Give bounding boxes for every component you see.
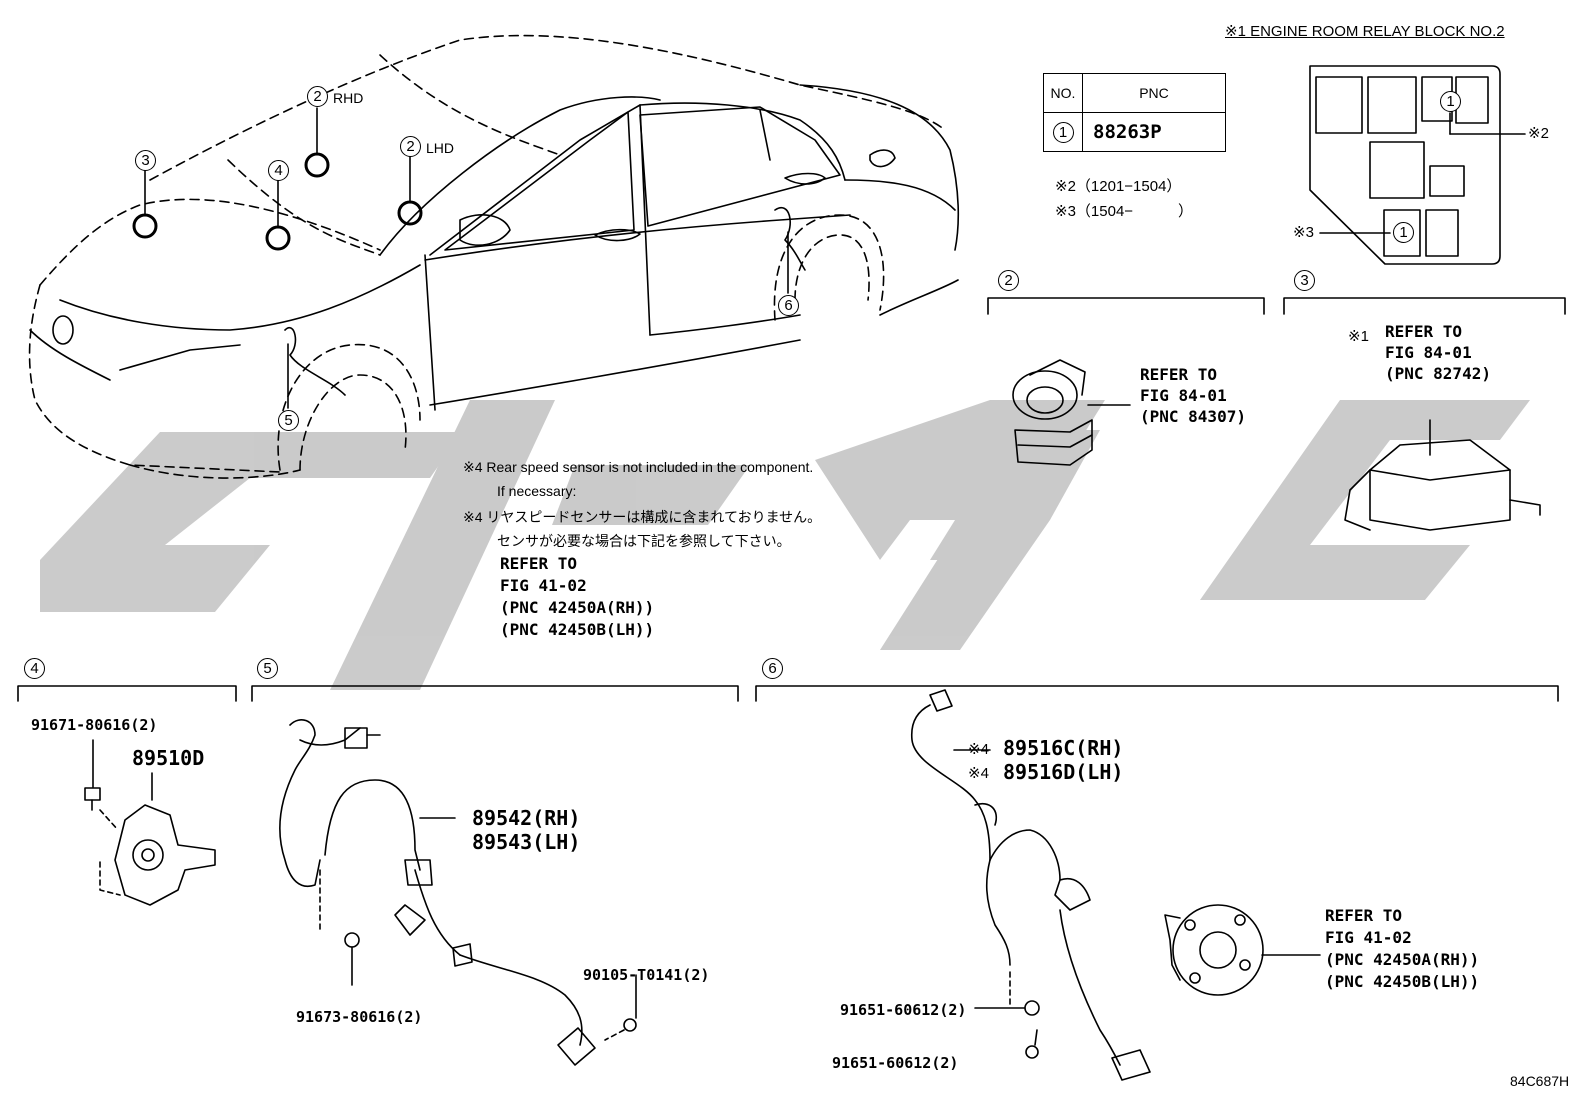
section2-number: 2 (998, 270, 1019, 291)
note4-ref-2: FIG 41-02 (500, 576, 587, 595)
section2-bracket (987, 297, 1265, 315)
callout-6: 6 (778, 295, 799, 316)
section3-mark: ※1 (1348, 328, 1369, 345)
section5-bolt-a: 91673-80616(2) (296, 1008, 423, 1026)
section4-bracket (17, 685, 237, 702)
section3-number: 3 (1294, 270, 1315, 291)
relay-cover-drawing (1344, 419, 1541, 531)
relay-position-1-upper: 1 (1440, 91, 1461, 112)
relay-block-drawing (1309, 65, 1526, 265)
relay-note-2: ※2 (1528, 125, 1549, 142)
section6-bolt-b: 91651-60612(2) (832, 1054, 959, 1072)
section6-sensor-lh: 89516D(LH) (1003, 760, 1124, 784)
rear-sensor-drawing (910, 689, 1151, 1081)
section3-ref-2: FIG 84-01 (1385, 343, 1472, 362)
section3-bracket (1283, 297, 1566, 315)
section5-part-rh: 89542(RH) (472, 806, 581, 830)
hub-assembly-drawing (1164, 904, 1321, 996)
section2-ref-2: FIG 84-01 (1140, 386, 1227, 405)
section3-ref-3: (PNC 82742) (1385, 364, 1491, 383)
note-3: ※3（1504− ） (1055, 203, 1194, 220)
note4-japanese-2: センサが必要な場合は下記を参照して下さい。 (497, 533, 791, 549)
steering-sensor-drawing (84, 739, 216, 906)
section2-ref-1: REFER TO (1140, 365, 1218, 384)
section3-ref-1: REFER TO (1385, 322, 1463, 341)
note4-ref-3: (PNC 42450A(RH)) (500, 598, 655, 617)
section6-sensor-rh: 89516C(RH) (1003, 736, 1124, 760)
section5-bracket (251, 685, 739, 702)
section6-ref-3: (PNC 42450A(RH)) (1325, 950, 1480, 969)
section6-bolt-a: 91651-60612(2) (840, 1001, 967, 1019)
note4-english-2: If necessary: (497, 483, 577, 499)
illustration-code: 84C687H (1510, 1073, 1570, 1089)
section6-ref-4: (PNC 42450B(LH)) (1325, 972, 1480, 991)
pnc-table-row-pnc: 88263P (1082, 112, 1226, 152)
note4-japanese-1: ※4 リヤスピードセンサーは構成に含まれておりません。 (463, 509, 822, 525)
relay-note-3: ※3 (1293, 224, 1314, 241)
section5-part-lh: 89543(LH) (472, 830, 581, 854)
callout-5: 5 (278, 410, 299, 431)
section6-mark-lh: ※4 (968, 765, 989, 782)
section6-mark-rh: ※4 (968, 741, 989, 758)
relay-block-title: ※1 ENGINE ROOM RELAY BLOCK NO.2 (1225, 23, 1505, 40)
callout-2-lhd: 2 (400, 136, 421, 157)
section2-ref-3: (PNC 84307) (1140, 407, 1246, 426)
front-sensor-drawing (279, 719, 637, 1066)
pnc-table-row-no: 1 (1052, 121, 1074, 143)
pnc-table-header-no: NO. (1043, 73, 1083, 113)
callout-2-rhd: 2 (307, 86, 328, 107)
watermark (40, 400, 1530, 690)
callout-2-lhd-label: LHD (426, 140, 455, 156)
callout-3: 3 (135, 150, 156, 171)
note-2: ※2（1201−1504） (1055, 178, 1182, 195)
relay-position-1-lower: 1 (1393, 222, 1414, 243)
section5-number: 5 (257, 658, 278, 679)
callout-2-rhd-label: RHD (333, 90, 364, 106)
callout-4: 4 (268, 160, 289, 181)
section4-part: 89510D (132, 746, 205, 770)
section4-bolt: 91671-80616(2) (31, 716, 158, 734)
section5-bolt-b: 90105-T0141(2) (583, 966, 710, 984)
note4-english-1: ※4 Rear speed sensor is not included in … (463, 459, 814, 475)
note4-ref-4: (PNC 42450B(LH)) (500, 620, 655, 639)
spiral-cable-drawing (1012, 359, 1131, 466)
section4-number: 4 (24, 658, 45, 679)
note4-ref-1: REFER TO (500, 554, 578, 573)
pnc-table: NO. PNC 1 88263P (1043, 73, 1226, 152)
section6-ref-1: REFER TO (1325, 906, 1403, 925)
pnc-table-header-pnc: PNC (1082, 73, 1226, 113)
car-body-outline (28, 34, 960, 479)
section6-number: 6 (762, 658, 783, 679)
section6-ref-2: FIG 41-02 (1325, 928, 1412, 947)
section6-bracket (755, 685, 1559, 702)
